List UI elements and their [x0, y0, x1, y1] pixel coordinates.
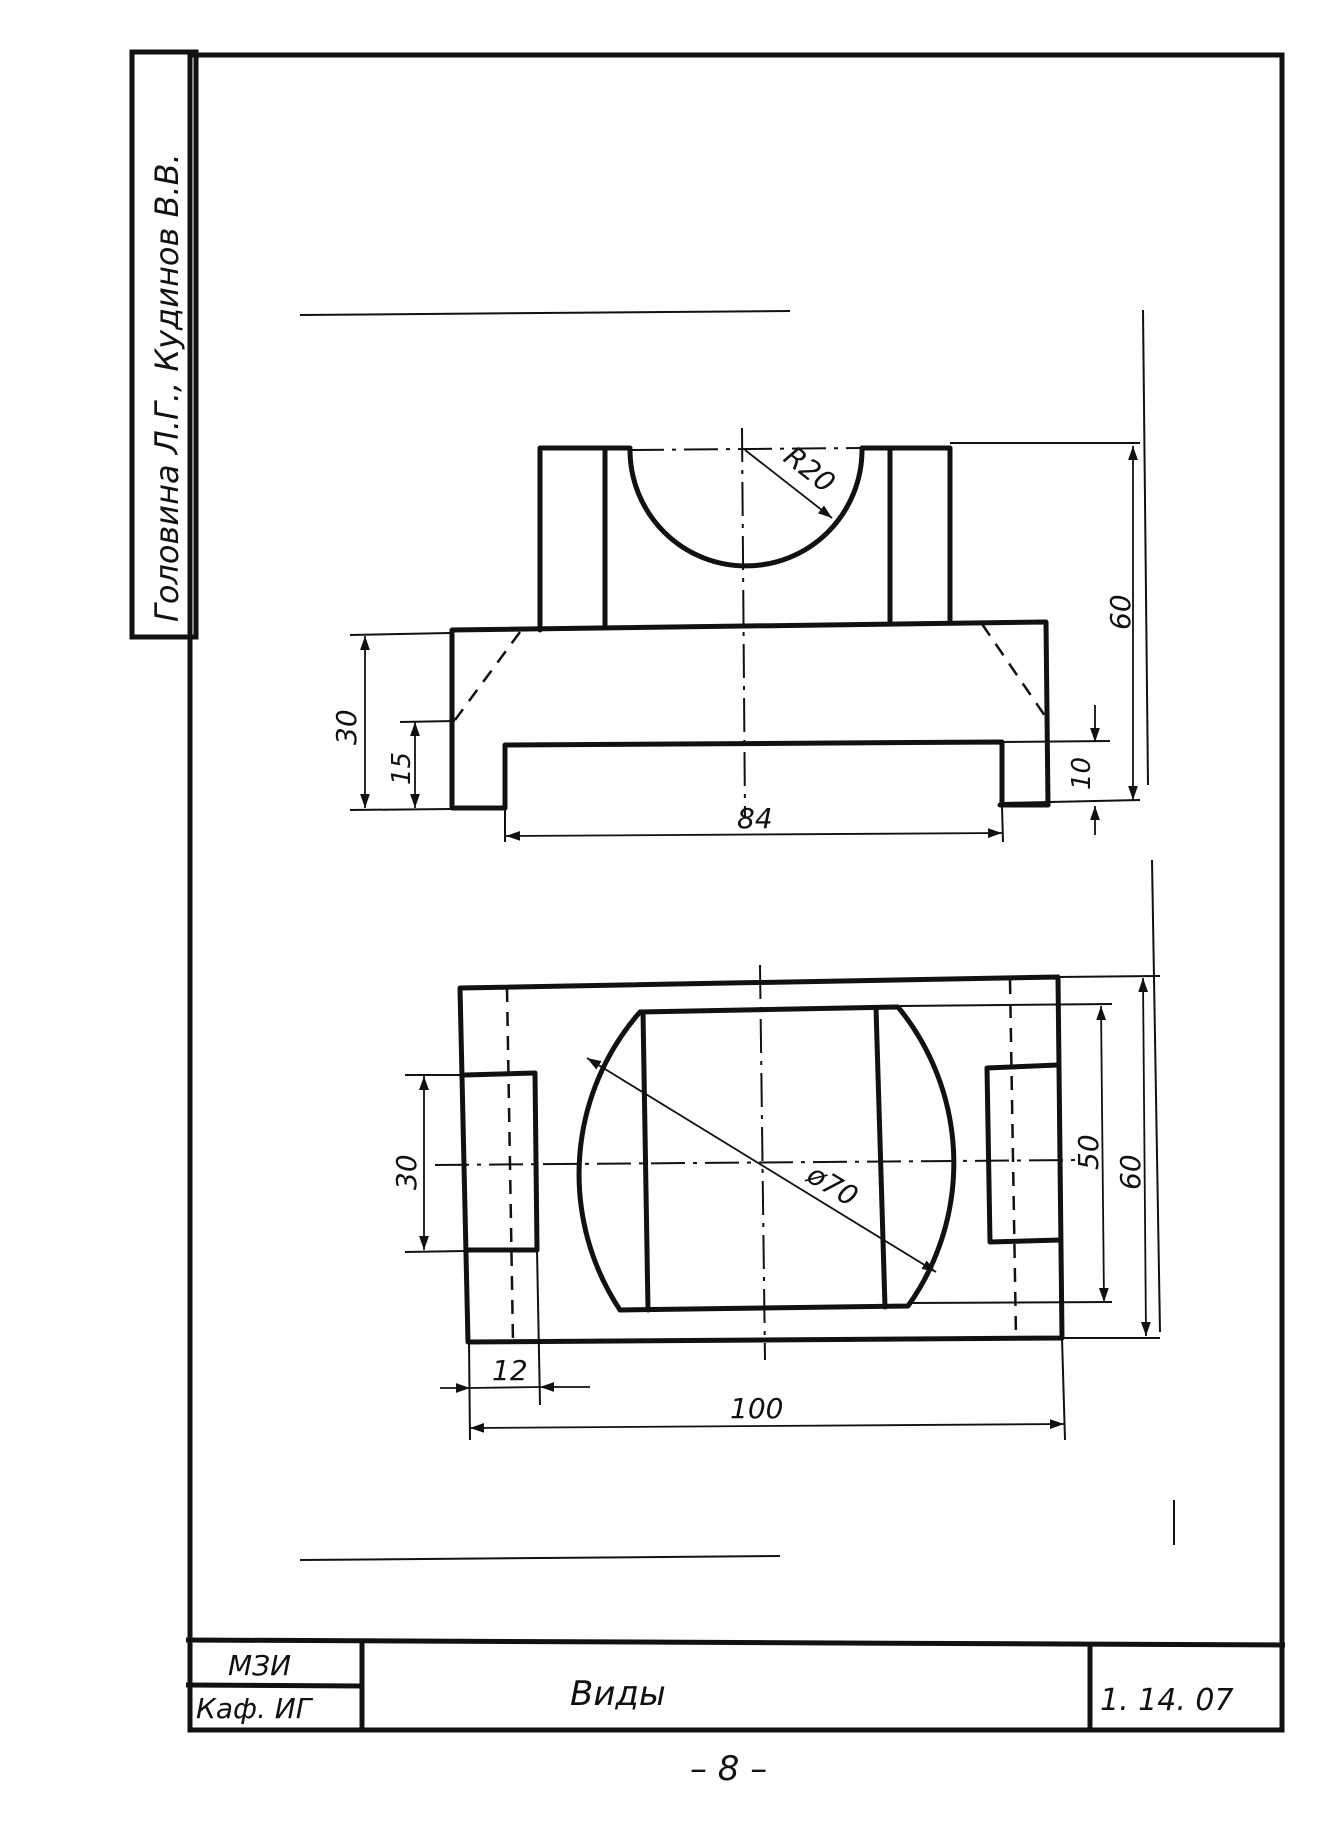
cylinder-boss	[576, 1004, 957, 1313]
dim-30-front: 30	[330, 709, 363, 745]
dim-60-front: 60	[1104, 594, 1137, 630]
dim-r20: R20	[778, 440, 842, 500]
foot-outline	[502, 739, 1005, 811]
dim-d70: ø70	[801, 1157, 864, 1213]
drawing-code: 1. 14. 07	[1100, 1683, 1234, 1718]
top-view: ø70 30 50 60 12 100	[299, 859, 1175, 1561]
left-slot	[462, 1070, 540, 1253]
drawing-frame	[187, 52, 1285, 1733]
dim-84: 84	[737, 802, 773, 835]
dept-label: Каф. ИГ	[196, 1692, 314, 1725]
semicircle-cut	[627, 447, 865, 569]
dim-10: 10	[1067, 757, 1097, 790]
drawing-title: Виды	[570, 1674, 666, 1714]
front-axis	[741, 427, 746, 819]
dim-15: 15	[387, 752, 417, 785]
base-outline	[449, 619, 1051, 811]
dim-50: 50	[1072, 1134, 1105, 1170]
dim-12: 12	[492, 1354, 528, 1387]
author-names: Головина Л.Г., Кудинов В.В.	[148, 153, 186, 622]
top-axis-vertical	[759, 964, 766, 1361]
page-number: – 8 –	[690, 1749, 767, 1789]
chamfer-left	[453, 631, 522, 721]
chamfer-right	[980, 623, 1047, 717]
right-slot	[984, 1062, 1063, 1245]
dim-30-top: 30	[390, 1154, 423, 1190]
author-strip	[129, 49, 199, 640]
dim-100: 100	[730, 1392, 783, 1425]
title-block: МЗИ Каф. ИГ Виды 1. 14. 07	[185, 1637, 1286, 1730]
org-label: МЗИ	[228, 1649, 291, 1682]
dim-60-top: 60	[1114, 1154, 1147, 1190]
front-view: R20 60 30 15 10 84	[299, 309, 1149, 843]
